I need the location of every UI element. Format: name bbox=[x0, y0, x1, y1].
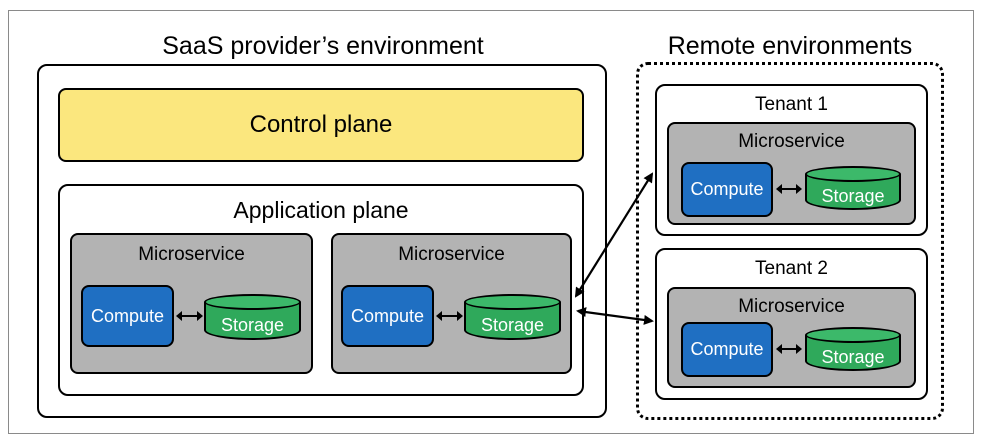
tenant-2-compute: Compute bbox=[681, 322, 773, 377]
control-plane-label: Control plane bbox=[249, 111, 393, 138]
tenant-2-title: Tenant 2 bbox=[755, 258, 828, 279]
compute-label: Compute bbox=[690, 339, 764, 359]
arrow-to-tenant-1 bbox=[574, 172, 654, 298]
storage-label: Storage bbox=[821, 346, 885, 367]
storage-label: Storage bbox=[220, 314, 285, 335]
tenant-1-compute: Compute bbox=[681, 162, 773, 217]
remote-environments-title: Remote environments bbox=[667, 32, 913, 60]
storage-label: Storage bbox=[821, 185, 885, 206]
compute-label: Compute bbox=[690, 179, 764, 199]
control-plane: Control plane bbox=[58, 88, 584, 162]
microservice-a-title: Microservice bbox=[138, 244, 245, 265]
application-plane-title: Application plane bbox=[233, 197, 409, 223]
tenant-2-microservice-title: Microservice bbox=[738, 296, 845, 317]
microservice-b-title: Microservice bbox=[398, 244, 505, 265]
arrow-to-tenant-2 bbox=[576, 307, 654, 325]
tenant-1-link-arrow bbox=[776, 184, 802, 194]
compute-label: Compute bbox=[90, 305, 165, 326]
compute-label: Compute bbox=[350, 305, 425, 326]
diagram-frame bbox=[8, 10, 974, 434]
tenant-2-link-arrow bbox=[776, 344, 802, 354]
microservice-b-link-arrow bbox=[436, 311, 463, 321]
tenant-1-title: Tenant 1 bbox=[755, 94, 828, 115]
tenant-1-storage: Storage bbox=[805, 166, 901, 210]
microservice-b-compute: Compute bbox=[341, 285, 434, 347]
microservice-a-compute: Compute bbox=[81, 285, 174, 347]
microservice-a-link-arrow bbox=[176, 311, 203, 321]
tenant-2-storage: Storage bbox=[805, 327, 901, 371]
microservice-a-storage: Storage bbox=[204, 294, 301, 340]
tenant-1-microservice-title: Microservice bbox=[738, 131, 845, 152]
saas-environment-title: SaaS provider’s environment bbox=[162, 32, 484, 60]
microservice-b-storage: Storage bbox=[464, 294, 561, 340]
storage-label: Storage bbox=[480, 314, 545, 335]
